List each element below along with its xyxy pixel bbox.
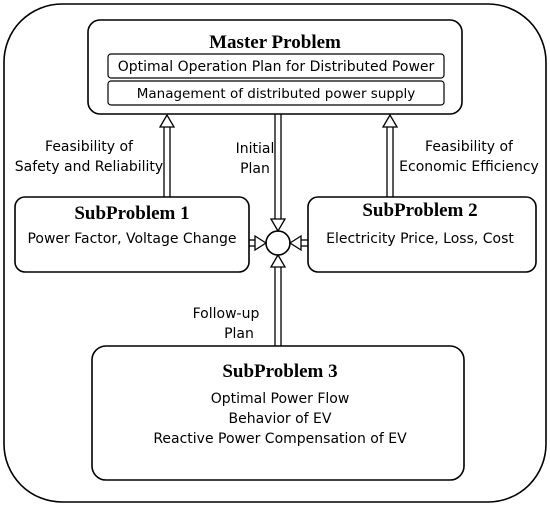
master-item-1: Optimal Operation Plan for Distributed P… [118, 59, 435, 75]
subproblem-3-box: SubProblem 3 Optimal Power Flow Behavior… [91, 345, 465, 481]
master-item-2-frame [107, 80, 445, 106]
subproblem-3-title: SubProblem 3 [222, 361, 337, 382]
subproblem-1-frame [14, 196, 250, 273]
arrow-sub2-to-node [288, 234, 308, 252]
subproblem-1-box: SubProblem 1 Power Factor, Voltage Chang… [14, 196, 250, 273]
master-item-2: Management of distributed power supply [137, 86, 416, 102]
label-followup-plan-line-1: Follow-up [193, 306, 260, 322]
label-feasibility-safety-line-1: Feasibility of [45, 139, 134, 155]
master-problem-box: Master Problem Optimal Operation Plan fo… [87, 19, 463, 115]
outer-frame [3, 3, 547, 503]
subproblem-1-title: SubProblem 1 [74, 203, 189, 224]
arrow-sub2-to-master [381, 113, 399, 197]
subproblem-1-subtitle: Power Factor, Voltage Change [27, 231, 236, 247]
subproblem-3-frame [91, 345, 465, 481]
arrow-sub3-to-node [269, 253, 287, 346]
subproblem-2-subtitle: Electricity Price, Loss, Cost [326, 231, 514, 247]
label-initial-plan-line-1: Initial [236, 141, 275, 157]
subproblem-2-box: SubProblem 2 Electricity Price, Loss, Co… [307, 196, 537, 273]
arrow-sub1-to-master [158, 113, 176, 197]
label-feasibility-economic-line-2: Economic Efficiency [399, 159, 539, 175]
subproblem-3-line-2: Behavior of EV [229, 411, 332, 427]
arrow-sub1-to-node [249, 234, 268, 252]
label-feasibility-economic-line-1: Feasibility of [425, 139, 514, 155]
subproblem-2-title: SubProblem 2 [362, 200, 477, 221]
label-initial-plan-line-2: Plan [240, 161, 270, 177]
subproblem-2-frame [307, 196, 537, 273]
label-feasibility-safety-line-2: Safety and Reliability [15, 159, 163, 175]
subproblem-3-line-3: Reactive Power Compensation of EV [153, 431, 407, 447]
central-node [265, 230, 291, 256]
master-item-1-frame [107, 53, 445, 79]
subproblem-3-line-1: Optimal Power Flow [211, 391, 350, 407]
label-followup-plan-line-2: Plan [224, 326, 254, 342]
arrow-master-to-node [269, 114, 287, 233]
master-problem-title: Master Problem [209, 32, 341, 53]
